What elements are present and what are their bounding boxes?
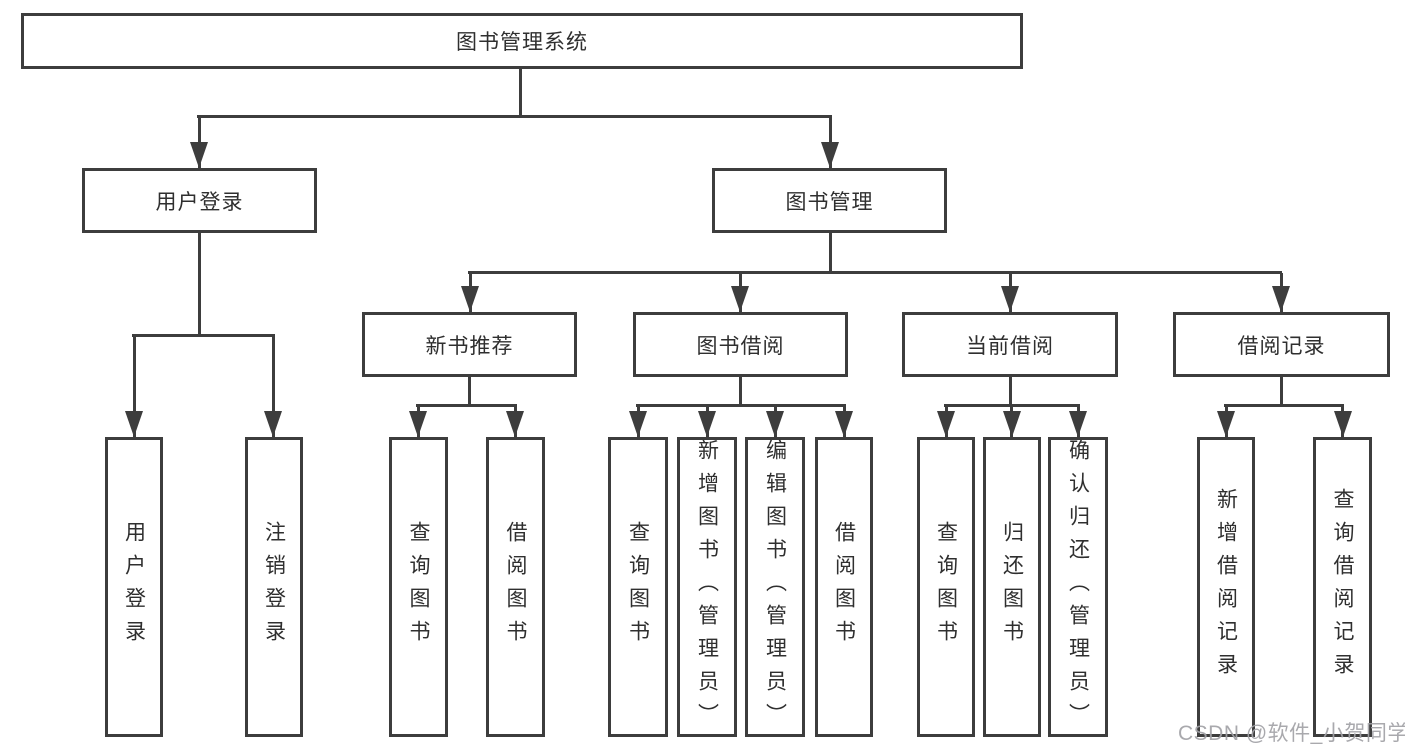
node-leaf-query-books-current: 查询图书 <box>917 437 975 737</box>
connector-line <box>519 68 522 118</box>
node-leaf-borrow-books: 借阅图书 <box>815 437 873 737</box>
arrow-down-icon <box>835 411 853 437</box>
node-label: 归还图书 <box>1000 521 1024 653</box>
node-leaf-edit-books-admin: 编辑图书（管理员） <box>745 437 805 737</box>
connector-line <box>198 233 201 336</box>
arrow-down-icon <box>1001 286 1019 312</box>
node-label: 注销登录 <box>262 521 286 653</box>
arrow-down-icon <box>264 411 282 437</box>
connector-line <box>468 377 471 406</box>
node-label: 编辑图书（管理员） <box>763 438 787 736</box>
connector-line <box>1224 404 1344 407</box>
node-book-management: 图书管理 <box>712 168 947 233</box>
arrow-down-icon <box>506 411 524 437</box>
node-label: 图书管理系统 <box>456 31 588 54</box>
arrow-down-icon <box>1069 411 1087 437</box>
node-label: 借阅图书 <box>832 521 856 653</box>
arrow-down-icon <box>1334 411 1352 437</box>
connector-line <box>416 404 517 407</box>
node-label: 查询图书 <box>407 521 430 653</box>
node-label: 借阅记录 <box>1237 334 1326 358</box>
node-label: 借阅图书 <box>504 521 527 653</box>
node-label: 新增借阅记录 <box>1214 488 1238 686</box>
arrow-down-icon <box>461 286 479 312</box>
arrow-down-icon <box>821 142 839 168</box>
arrow-down-icon <box>1217 411 1235 437</box>
connector-line <box>829 233 832 274</box>
connector-line <box>132 334 275 337</box>
connector-line <box>197 115 832 118</box>
arrow-down-icon <box>1272 286 1290 312</box>
node-leaf-return-books: 归还图书 <box>983 437 1041 737</box>
node-leaf-query-books-recommend: 查询图书 <box>389 437 448 737</box>
node-label: 当前借阅 <box>966 334 1054 358</box>
connector-line <box>944 404 1080 407</box>
node-leaf-borrow-books-recommend: 借阅图书 <box>486 437 545 737</box>
node-book-borrowing: 图书借阅 <box>633 312 848 377</box>
connector-line <box>468 271 1282 274</box>
connector-line <box>272 336 275 437</box>
node-label: 确认归还（管理员） <box>1066 438 1090 736</box>
arrow-down-icon <box>766 411 784 437</box>
arrow-down-icon <box>1003 411 1021 437</box>
node-label: 用户登录 <box>122 521 146 653</box>
node-label: 新增图书（管理员） <box>695 438 719 736</box>
arrow-down-icon <box>190 142 208 168</box>
arrow-down-icon <box>731 286 749 312</box>
node-label: 图书借阅 <box>696 334 785 358</box>
arrow-down-icon <box>629 411 647 437</box>
node-label: 图书管理 <box>785 190 874 214</box>
connector-line <box>636 404 846 407</box>
node-label: 查询借阅记录 <box>1331 488 1354 686</box>
node-label: 新书推荐 <box>425 334 514 358</box>
arrow-down-icon <box>125 411 143 437</box>
arrow-down-icon <box>698 411 716 437</box>
node-label: 查询图书 <box>626 521 650 653</box>
node-leaf-logout: 注销登录 <box>245 437 303 737</box>
node-leaf-query-books-borrowing: 查询图书 <box>608 437 668 737</box>
node-leaf-add-books-admin: 新增图书（管理员） <box>677 437 737 737</box>
node-label: 用户登录 <box>155 190 244 214</box>
connector-line <box>133 336 136 437</box>
watermark: CSDN @软件_小贺同学 <box>1178 722 1405 745</box>
connector-line <box>739 377 742 406</box>
arrow-down-icon <box>937 411 955 437</box>
connector-line <box>1280 377 1283 406</box>
arrow-down-icon <box>409 411 427 437</box>
connector-line <box>1009 377 1012 406</box>
node-root-book-management-system: 图书管理系统 <box>21 13 1023 69</box>
node-new-book-recommend: 新书推荐 <box>362 312 577 377</box>
node-leaf-confirm-return-admin: 确认归还（管理员） <box>1048 437 1108 737</box>
node-current-borrowing: 当前借阅 <box>902 312 1118 377</box>
node-leaf-query-borrow-record: 查询借阅记录 <box>1313 437 1372 737</box>
node-leaf-add-borrow-record: 新增借阅记录 <box>1197 437 1255 737</box>
node-user-login: 用户登录 <box>82 168 317 233</box>
node-leaf-user-login: 用户登录 <box>105 437 163 737</box>
node-borrowing-records: 借阅记录 <box>1173 312 1390 377</box>
node-label: 查询图书 <box>934 521 958 653</box>
